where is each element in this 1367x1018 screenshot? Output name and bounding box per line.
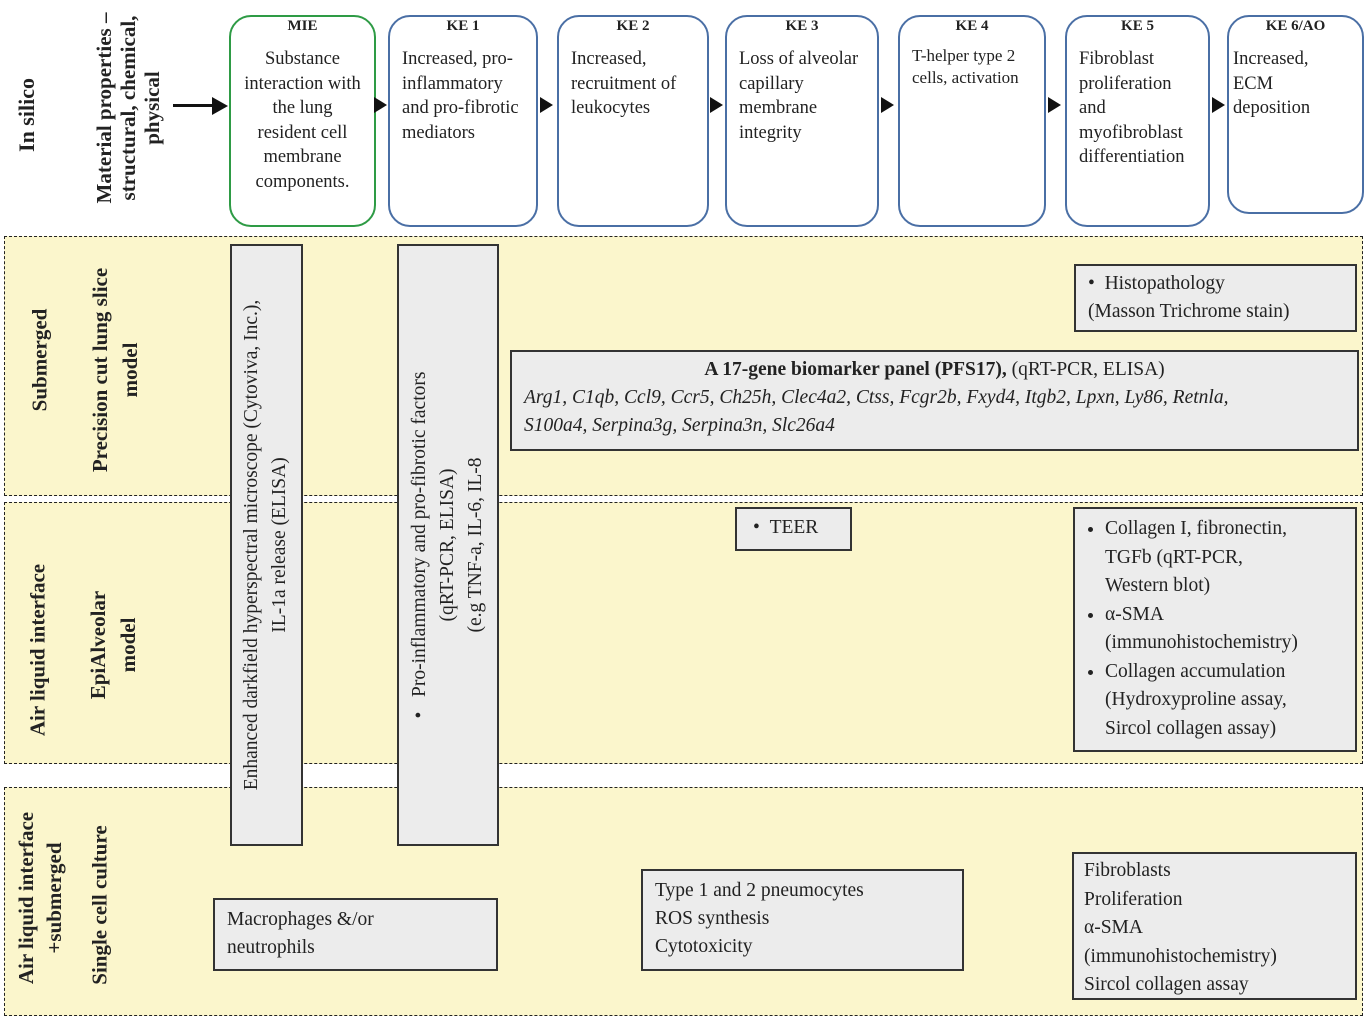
- flow-arrow: [540, 97, 553, 113]
- event-label: KE 2: [616, 18, 650, 34]
- assay-gene-panel: A 17-gene biomarker panel (PFS17), (qRT-…: [510, 350, 1359, 451]
- collagen-item: α-SMA(immunohistochemistry): [1105, 601, 1355, 658]
- flow-arrow: [1212, 97, 1225, 113]
- collagen-item: Collagen accumulation(Hydroxyproline ass…: [1105, 658, 1355, 744]
- assay-macrophages: Macrophages &/or neutrophils: [213, 898, 498, 971]
- event-text: Substance interaction with the lung resi…: [244, 49, 361, 192]
- flow-arrow: [374, 97, 387, 113]
- row-sublabel-pcls: Precision cut lung slice model: [88, 267, 142, 473]
- event-text: Loss of alveolar capillary membrane inte…: [739, 49, 859, 143]
- event-text: T-helper type 2 cells, activation: [912, 46, 1019, 87]
- event-box-ke2: KE 2 Increased, recruitment of leukocyte…: [557, 15, 709, 227]
- event-box-ke1: KE 1 Increased, pro-inflammatory and pro…: [388, 15, 538, 227]
- assay-pneumocytes: Type 1 and 2 pneumocytes ROS synthesis C…: [641, 869, 964, 971]
- collagen-item: Collagen I, fibronectin,TGFb (qRT-PCR,We…: [1105, 515, 1355, 601]
- event-box-ke4: KE 4 T-helper type 2 cells, activation: [898, 15, 1046, 227]
- input-arrow-line: [173, 104, 213, 107]
- row-label-submerged: Submerged: [27, 308, 52, 412]
- flow-arrow: [710, 97, 723, 113]
- assay-histopathology: • Histopathology (Masson Trichrome stain…: [1074, 264, 1357, 332]
- event-text: Increased, pro-inflammatory and pro-fibr…: [402, 49, 519, 143]
- in-silico-label: In silico: [14, 78, 39, 152]
- assay-darkfield-text: Enhanced darkfield hyperspectral microsc…: [241, 299, 290, 791]
- event-box-ke5: KE 5 Fibroblast proliferation and myofib…: [1065, 15, 1210, 227]
- event-box-ke6-ao: KE 6/AO Increased, ECM deposition: [1227, 15, 1364, 214]
- assay-darkfield-box: [230, 244, 303, 846]
- flow-arrow: [881, 97, 894, 113]
- event-label: KE 3: [785, 18, 819, 34]
- assay-fibroblasts: Fibroblasts Proliferation α-SMA (immunoh…: [1072, 852, 1357, 1000]
- event-text: Fibroblast proliferation and myofibrobla…: [1079, 49, 1185, 167]
- event-label: KE 5: [1121, 18, 1154, 34]
- event-label: KE 6/AO: [1265, 18, 1326, 34]
- flow-arrow: [1048, 97, 1061, 113]
- event-label: KE 4: [955, 18, 989, 34]
- row-label-ali-submerged: Air liquid interface +submerged: [14, 811, 66, 985]
- bullet-icon: •: [409, 696, 430, 719]
- event-label: MIE: [287, 18, 318, 34]
- assay-proinflammatory-text: • Pro-inflammatory and pro-fibrotic fact…: [409, 371, 486, 719]
- event-box-ke3: KE 3 Loss of alveolar capillary membrane…: [725, 15, 879, 227]
- row-sublabel-epialveolar: EpiAlveolar model: [86, 590, 140, 700]
- assay-proinflammatory-box: [397, 244, 499, 846]
- event-label: KE 1: [446, 18, 480, 34]
- event-box-mie: MIE Substance interaction with the lung …: [229, 15, 376, 227]
- material-properties-label: Material properties – structural, chemic…: [92, 12, 164, 204]
- event-text: Increased, recruitment of leukocytes: [571, 49, 677, 118]
- row-label-ali: Air liquid interface: [25, 563, 50, 737]
- row-sublabel-single-cell: Single cell culture: [87, 825, 112, 985]
- event-text: Increased, ECM deposition: [1233, 49, 1311, 118]
- assay-teer: • TEER: [735, 507, 852, 551]
- assay-collagen: Collagen I, fibronectin,TGFb (qRT-PCR,We…: [1073, 507, 1357, 752]
- bullet-icon: •: [1088, 273, 1105, 294]
- input-arrow-head: [212, 97, 228, 115]
- bullet-icon: •: [753, 517, 770, 538]
